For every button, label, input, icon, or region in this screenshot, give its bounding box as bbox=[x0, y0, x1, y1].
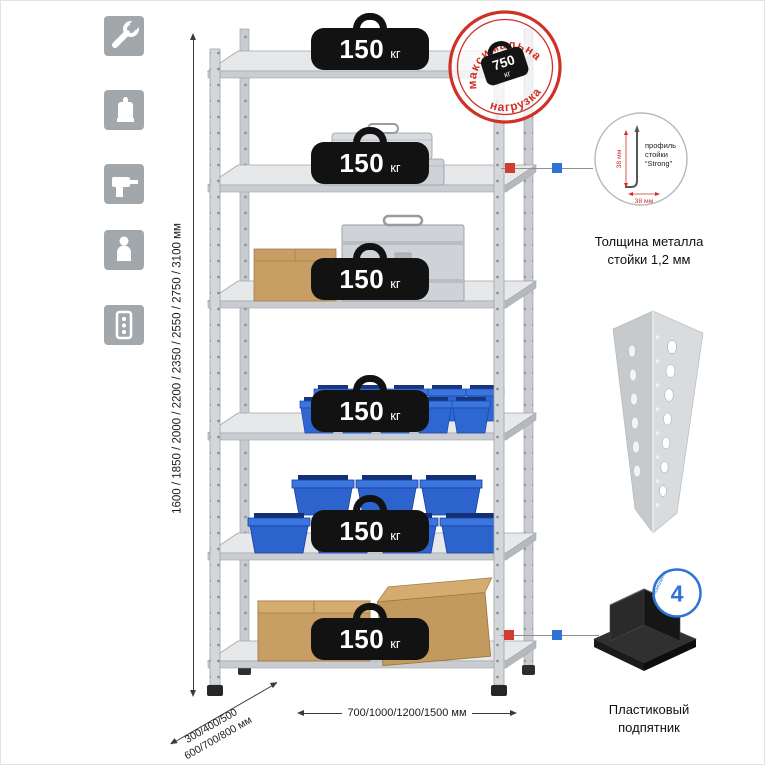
stamp-value: 750 bbox=[491, 52, 517, 73]
profile-label: “Strong” bbox=[645, 159, 673, 168]
height-dimension-line bbox=[188, 33, 198, 697]
drill-icon bbox=[104, 164, 144, 204]
wrench-icon bbox=[104, 16, 144, 56]
included-count: 4 bbox=[671, 581, 684, 607]
weight-handle-icon bbox=[353, 13, 387, 31]
arrow-left-icon bbox=[297, 710, 304, 716]
profile-caption: Толщина металла стойки 1,2 мм bbox=[594, 234, 704, 268]
profile-dim-horizontal: 38 мм bbox=[635, 198, 654, 205]
profile-label: стойки bbox=[645, 150, 668, 159]
height-dimension-label: 1600 / 1850 / 2000 / 2200 / 2350 / 2550 … bbox=[171, 223, 184, 514]
weight-handle-icon bbox=[353, 495, 387, 513]
weight-handle-icon bbox=[353, 243, 387, 261]
foot-caption: Пластиковый подпятник bbox=[608, 702, 690, 736]
level-icon bbox=[104, 305, 144, 345]
person-icon bbox=[104, 230, 144, 270]
arrow-right-icon bbox=[510, 710, 517, 716]
blue-marker bbox=[552, 163, 562, 173]
gloves-icon bbox=[104, 90, 144, 130]
blue-marker bbox=[552, 630, 562, 640]
red-marker bbox=[504, 630, 514, 640]
width-dimension-line: 700/1000/1200/1500 мм bbox=[297, 707, 517, 719]
profile-detail-circle: 38 мм 38 мм профиль стойки “Strong” bbox=[594, 112, 688, 206]
connector-line bbox=[501, 168, 593, 169]
weight-handle-icon bbox=[353, 127, 387, 145]
plastic-foot-image bbox=[593, 588, 697, 671]
red-marker bbox=[505, 163, 515, 173]
weight-handle-icon bbox=[353, 375, 387, 393]
angle-post-image bbox=[612, 310, 704, 534]
weight-handle-icon bbox=[487, 41, 512, 56]
connector-line bbox=[501, 635, 599, 636]
weight-handle-icon bbox=[353, 603, 387, 621]
included-count-badge: 4 в комплекте bbox=[650, 568, 702, 618]
profile-label: профиль bbox=[645, 141, 676, 150]
profile-dim-vertical: 38 мм bbox=[616, 149, 623, 168]
stamp-unit: кг bbox=[503, 69, 512, 80]
width-dimension-label: 700/1000/1200/1500 мм bbox=[347, 707, 467, 719]
max-load-stamp: максимальная нагрузка 750 кг bbox=[448, 10, 562, 124]
